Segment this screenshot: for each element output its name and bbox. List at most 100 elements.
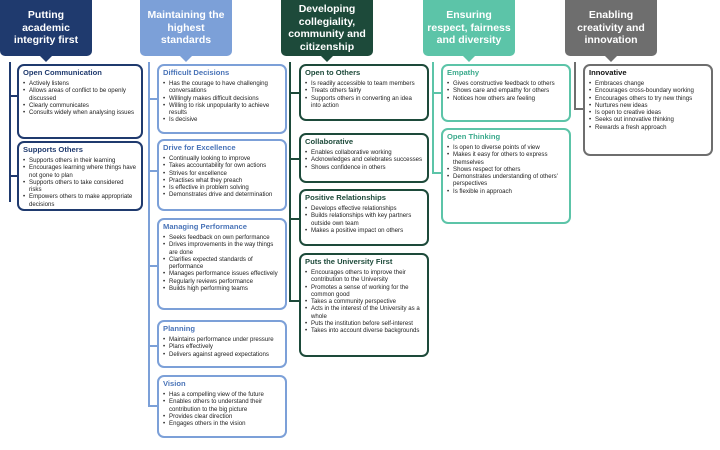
box-title: Managing Performance: [163, 222, 247, 231]
list-item: Engages others in the vision: [163, 420, 281, 428]
list-item: Supports others in converting an idea in…: [305, 95, 423, 110]
list-item: Willing to risk unpopularity to achieve …: [163, 102, 281, 117]
connector-line: [432, 172, 441, 174]
list-item: Is effective in problem solving: [163, 184, 281, 192]
list-item: Strives for excellence: [163, 170, 281, 178]
header-respect-fairness: Ensuring respect, fairness and diversity: [423, 0, 515, 62]
list-item: Seeks feedback on own performance: [163, 234, 281, 242]
header-label: Maintaining the highest standards: [147, 9, 225, 47]
box-title: Vision: [163, 379, 186, 388]
box-managing-performance: Managing Performance Seeks feedback on o…: [157, 218, 287, 310]
list-item: Maintains performance under pressure: [163, 336, 281, 344]
list-item: Is readily accessible to team members: [305, 80, 423, 88]
box-vision: Vision Has a compelling view of the futu…: [157, 375, 287, 438]
connector-line: [148, 62, 150, 407]
list-item: Enables collaborative working: [305, 149, 423, 157]
list-item: Is open to creative ideas: [589, 109, 707, 117]
list-item: Supports others to take considered risks: [23, 179, 137, 194]
box-puts-university-first: Puts the University First Encourages oth…: [299, 253, 429, 357]
list-item: Rewards a fresh approach: [589, 124, 707, 132]
list-item: Consults widely when analysing issues: [23, 109, 137, 117]
list-item: Is open to diverse points of view: [447, 144, 565, 152]
header-label: Ensuring respect, fairness and diversity: [427, 9, 511, 47]
box-title: Drive for Excellence: [163, 143, 236, 152]
list-item: Embraces change: [589, 80, 707, 88]
list-item: Shows respect for others: [447, 166, 565, 174]
header-academic-integrity: Putting academic integrity first: [0, 0, 92, 62]
box-drive-for-excellence: Drive for Excellence Continually looking…: [157, 139, 287, 211]
box-title: Open to Others: [305, 68, 361, 77]
connector-line: [148, 98, 158, 100]
list-item: Encourages learning where things have no…: [23, 164, 137, 179]
list-item: Shows confidence in others: [305, 164, 423, 172]
list-item: Builds high performing teams: [163, 285, 281, 293]
box-title: Open Thinking: [447, 132, 501, 141]
list-item: Encourages others to improve their contr…: [305, 269, 423, 284]
box-title: Planning: [163, 324, 196, 333]
list-item: Has the courage to have challenging conv…: [163, 80, 281, 95]
list-item: Gives constructive feedback to others: [447, 80, 565, 88]
connector-line: [148, 345, 158, 347]
list-item: Supports others in their learning: [23, 157, 137, 165]
list-item: Clarifies expected standards of performa…: [163, 256, 281, 271]
list-item: Empowers others to make appropriate deci…: [23, 193, 137, 208]
list-item: Plans effectively: [163, 343, 281, 351]
list-item: Shows care and empathy for others: [447, 87, 565, 95]
list-item: Has a compelling view of the future: [163, 391, 281, 399]
list-item: Encourages cross-boundary working: [589, 87, 707, 95]
list-item: Continually looking to improve: [163, 155, 281, 163]
list-item: Delivers against agreed expectations: [163, 351, 281, 359]
connector-line: [148, 405, 158, 407]
box-innovative: Innovative Embraces change Encourages cr…: [583, 64, 713, 156]
box-open-to-others: Open to Others Is readily accessible to …: [299, 64, 429, 121]
header-creativity: Enabling creativity and innovation: [565, 0, 657, 62]
connector-line: [9, 175, 18, 177]
header-label: Putting academic integrity first: [13, 9, 79, 47]
list-item: Enables others to understand their contr…: [163, 398, 281, 413]
box-open-thinking: Open Thinking Is open to diverse points …: [441, 128, 571, 224]
connector-line: [9, 62, 11, 202]
list-item: Manages performance issues effectively: [163, 270, 281, 278]
list-item: Practises what they preach: [163, 177, 281, 185]
list-item: Drives improvements in the way things ar…: [163, 241, 281, 256]
list-item: Allows areas of conflict to be openly di…: [23, 87, 137, 102]
list-item: Seeks out innovative thinking: [589, 116, 707, 124]
connector-line: [432, 92, 441, 94]
list-item: Demonstrates understanding of others' pe…: [447, 173, 565, 188]
connector-line: [574, 108, 583, 110]
box-planning: Planning Maintains performance under pre…: [157, 320, 287, 368]
list-item: Nurtures new ideas: [589, 102, 707, 110]
list-item: Promotes a sense of working for the comm…: [305, 284, 423, 299]
box-supports-others: Supports Others Supports others in their…: [17, 141, 143, 211]
list-item: Puts the institution before self-interes…: [305, 320, 423, 328]
header-label: Developing collegiality, community and c…: [288, 3, 366, 53]
list-item: Builds relationships with key partners o…: [305, 212, 423, 227]
list-item: Demonstrates drive and determination: [163, 191, 281, 199]
box-positive-relationships: Positive Relationships Develops effectiv…: [299, 189, 429, 246]
box-title: Empathy: [447, 68, 480, 77]
box-title: Open Communication: [23, 68, 102, 77]
box-empathy: Empathy Gives constructive feedback to o…: [441, 64, 571, 122]
header-collegiality: Developing collegiality, community and c…: [281, 0, 373, 62]
list-item: Willingly makes difficult decisions: [163, 95, 281, 103]
list-item: Makes a positive impact on others: [305, 227, 423, 235]
header-highest-standards: Maintaining the highest standards: [140, 0, 232, 62]
box-title: Difficult Decisions: [163, 68, 230, 77]
box-title: Innovative: [589, 68, 627, 77]
list-item: Makes it easy for others to express them…: [447, 151, 565, 166]
connector-line: [148, 170, 158, 172]
box-title: Collaborative: [305, 137, 354, 146]
list-item: Regularly reviews performance: [163, 278, 281, 286]
list-item: Takes accountability for own actions: [163, 162, 281, 170]
list-item: Actively listens: [23, 80, 137, 88]
box-collaborative: Collaborative Enables collaborative work…: [299, 133, 429, 183]
connector-line: [289, 92, 300, 94]
list-item: Is decisive: [163, 116, 281, 124]
list-item: Notices how others are feeling: [447, 95, 565, 103]
list-item: Encourages others to try new things: [589, 95, 707, 103]
connector-line: [289, 218, 300, 220]
box-difficult-decisions: Difficult Decisions Has the courage to h…: [157, 64, 287, 134]
connector-line: [289, 158, 300, 160]
connector-line: [148, 265, 158, 267]
connector-line: [574, 62, 576, 110]
